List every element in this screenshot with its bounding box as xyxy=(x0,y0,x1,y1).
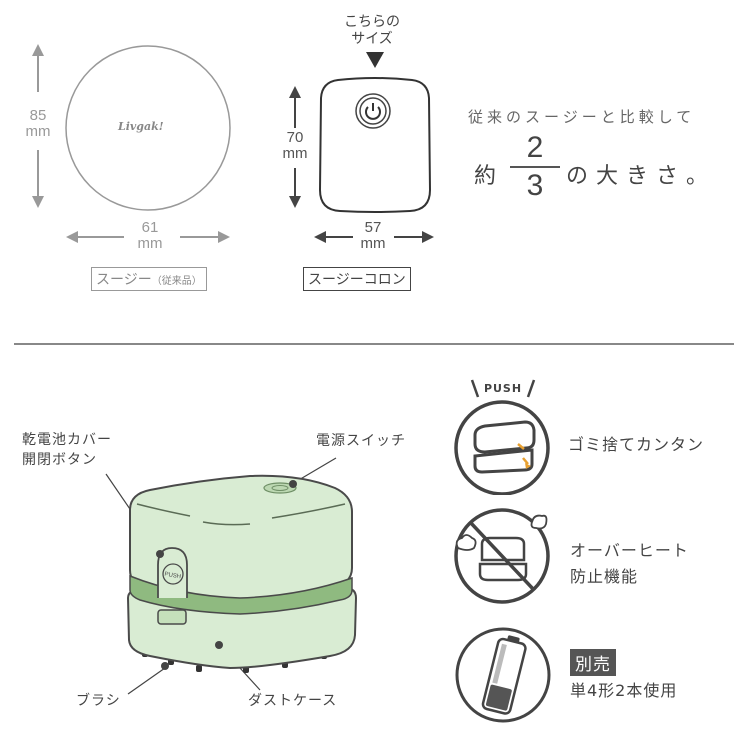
no-overheat-icon xyxy=(454,508,550,604)
size-ratio-headline: 約 2 3 の大きさ。 xyxy=(474,132,740,212)
battery-icon xyxy=(455,627,551,723)
fraction-numerator: 2 xyxy=(526,131,544,164)
feature-easy-disposal: PUSH ゴミ捨てカンタン xyxy=(440,370,740,495)
callout-battery-cover: 乾電池カバー 開閉ボタン xyxy=(22,432,112,468)
section-divider xyxy=(14,343,734,345)
new-model-height: 70 mm xyxy=(282,129,308,162)
callout-dust-case: ダストケース xyxy=(248,693,338,709)
feature-overheat-text: オーバーヒート 防止機能 xyxy=(570,541,689,586)
headline-prefix: 約 xyxy=(474,164,497,189)
old-model-outline-icon xyxy=(32,44,231,243)
headline-suffix: の大きさ。 xyxy=(566,164,717,189)
old-model-brand: Livgak! xyxy=(118,120,164,133)
new-model-outline-icon xyxy=(289,52,434,243)
svg-text:PUSH: PUSH xyxy=(164,572,181,581)
down-triangle-icon xyxy=(366,52,384,68)
fraction: 2 3 xyxy=(510,132,560,202)
feature-battery-text: 別売 単4形2本使用 xyxy=(570,649,677,704)
feature-overheat-protection: オーバーヒート 防止機能 xyxy=(440,500,740,610)
sold-separately-badge: 別売 xyxy=(570,649,616,676)
fraction-bar xyxy=(510,166,560,168)
new-model-width: 57 mm xyxy=(360,219,386,252)
feature-battery: 別売 単4形2本使用 xyxy=(440,615,740,735)
old-model-height: 85 mm xyxy=(25,107,51,140)
product-illustration: PUSH 乾電池カバー 開閉ボタン 電源スイッチ ブラシ ダストケース xyxy=(0,400,430,730)
vacuum-cleaner-icon: PUSH xyxy=(105,457,358,695)
push-dust-case-icon: PUSH xyxy=(454,379,550,495)
new-model-label: スージーコロン xyxy=(303,267,411,291)
old-model-width: 61 mm xyxy=(137,219,163,252)
new-model-diagram: こちらの サイズ 70 mm 57 mm スージーコロン xyxy=(270,0,460,300)
comparison-subtitle: 従来のスージーと比較して xyxy=(468,108,696,126)
feature-easy-disposal-text: ゴミ捨てカンタン xyxy=(568,435,705,454)
fraction-denominator: 3 xyxy=(526,169,544,202)
callout-power-switch: 電源スイッチ xyxy=(316,433,406,449)
old-model-label: スージー（従来品） xyxy=(91,267,207,291)
svg-text:PUSH: PUSH xyxy=(484,382,522,395)
old-model-diagram: Livgak! 85 mm 61 mm スージー（従来品） xyxy=(0,0,260,300)
callout-brush: ブラシ xyxy=(76,693,121,709)
size-pointer-text: こちらの サイズ xyxy=(344,14,400,47)
